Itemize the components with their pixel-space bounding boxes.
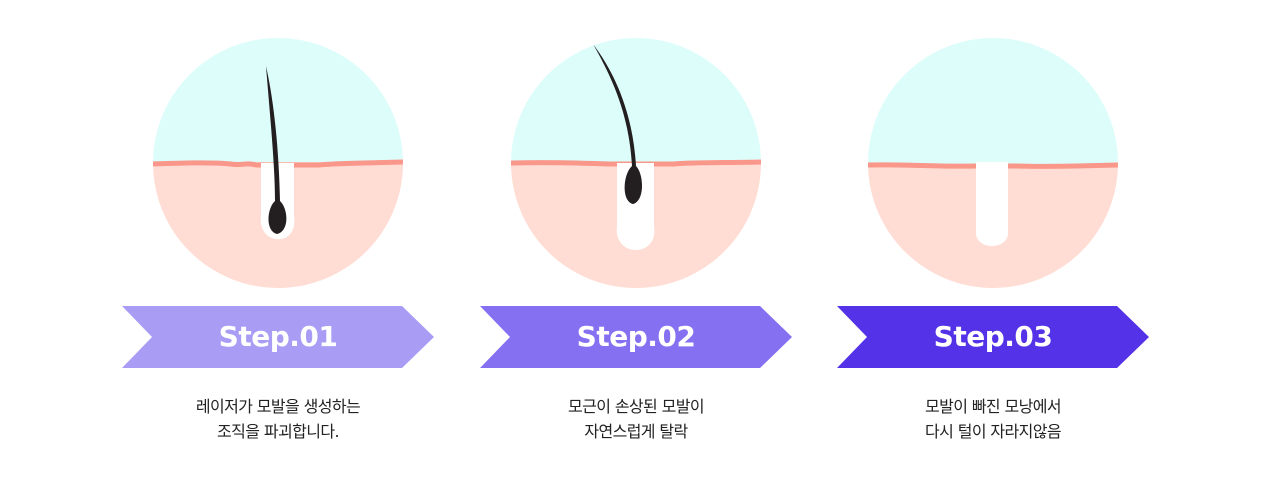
- description-line-1: 모근이 손상된 모발이: [567, 397, 705, 416]
- empty-follicle: [975, 162, 1009, 246]
- skin-surface-line: [511, 159, 761, 167]
- step-banner: Step.01: [122, 306, 434, 368]
- sky-area: [868, 38, 1118, 166]
- description-line-1: 레이저가 모발을 생성하는: [195, 397, 361, 416]
- hair-strand: [266, 66, 287, 234]
- description-line-2: 다시 털이 자라지않음: [924, 422, 1062, 441]
- skin-surface-line: [153, 159, 403, 168]
- step-label: Step.01: [218, 320, 338, 353]
- hair-follicle-illustration-step-1: [151, 36, 405, 290]
- sky-area: [511, 38, 761, 164]
- hair-follicle-illustration-step-2: [509, 36, 763, 290]
- step-description: 모근이 손상된 모발이 자연스럽게 탈락: [471, 394, 801, 444]
- banner-arrow-shape: [122, 306, 434, 368]
- step-label: Step.02: [576, 320, 696, 353]
- step-1: Step.01 레이저가 모발을 생성하는 조직을 파괴합니다.: [113, 0, 443, 491]
- step-2: Step.02 모근이 손상된 모발이 자연스럽게 탈락: [471, 0, 801, 491]
- step-label: Step.03: [933, 320, 1053, 353]
- banner-arrow-shape: [837, 306, 1149, 368]
- hair-strand: [593, 44, 643, 204]
- banner-arrow-shape: [480, 306, 792, 368]
- description-line-2: 조직을 파괴합니다.: [217, 422, 340, 441]
- hair-follicle-illustration-step-3: [866, 36, 1120, 290]
- step-3: Step.03 모발이 빠진 모낭에서 다시 털이 자라지않음: [828, 0, 1158, 491]
- step-description: 모발이 빠진 모낭에서 다시 털이 자라지않음: [828, 394, 1158, 444]
- step-banner: Step.02: [480, 306, 792, 368]
- step-description: 레이저가 모발을 생성하는 조직을 파괴합니다.: [113, 394, 443, 444]
- description-line-2: 자연스럽게 탈락: [584, 422, 688, 441]
- step-banner: Step.03: [837, 306, 1149, 368]
- description-line-1: 모발이 빠진 모낭에서: [924, 397, 1062, 416]
- sky-area: [153, 38, 403, 164]
